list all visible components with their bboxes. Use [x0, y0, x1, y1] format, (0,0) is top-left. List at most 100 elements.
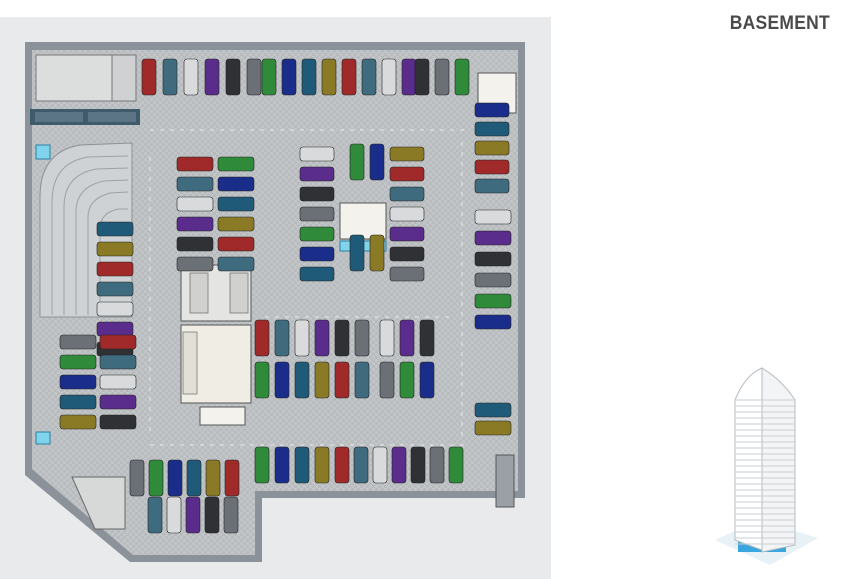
parked-car — [254, 446, 270, 484]
parked-car — [225, 58, 241, 96]
service-room-2 — [111, 54, 137, 102]
parked-car — [419, 361, 435, 399]
floor-plan-drawing — [25, 42, 525, 562]
parked-car — [314, 446, 330, 484]
parked-car — [389, 186, 425, 202]
parked-car — [147, 496, 163, 534]
parked-car — [372, 446, 388, 484]
parked-car — [389, 206, 425, 222]
parked-car — [299, 146, 335, 162]
parked-car — [419, 319, 435, 357]
parked-car — [176, 196, 214, 212]
parked-car — [99, 374, 137, 390]
parked-car — [474, 272, 512, 288]
parking-cars — [59, 58, 512, 534]
parked-car — [321, 58, 337, 96]
parked-car — [341, 58, 357, 96]
parked-car — [59, 394, 97, 410]
storage-room — [71, 476, 126, 530]
parked-car — [349, 234, 365, 272]
parked-car — [96, 261, 134, 277]
parked-car — [176, 156, 214, 172]
parked-car — [379, 319, 395, 357]
parked-car — [223, 496, 239, 534]
parked-car — [474, 314, 512, 330]
parked-car — [96, 321, 134, 337]
parked-car — [299, 206, 335, 222]
parked-car — [474, 102, 510, 118]
parked-car — [391, 446, 407, 484]
parked-car — [246, 58, 262, 96]
page-title: BASEMENT — [729, 13, 830, 34]
parked-car — [369, 143, 385, 181]
parked-car — [99, 334, 137, 350]
parked-car — [334, 446, 350, 484]
fcu-room — [199, 406, 246, 426]
parked-car — [429, 446, 445, 484]
parked-car — [299, 186, 335, 202]
parked-car — [96, 301, 134, 317]
parked-car — [474, 140, 510, 156]
parked-car — [183, 58, 199, 96]
parked-car — [434, 58, 450, 96]
parked-car — [474, 209, 512, 225]
parked-car — [274, 319, 290, 357]
parked-car — [299, 166, 335, 182]
parked-car — [414, 58, 430, 96]
parked-car — [274, 361, 290, 399]
parked-car — [59, 414, 97, 430]
parked-car — [474, 159, 510, 175]
parked-car — [399, 319, 415, 357]
parked-car — [361, 58, 377, 96]
parked-car — [176, 176, 214, 192]
floor-plan-frame — [0, 17, 551, 579]
parked-car — [176, 236, 214, 252]
parked-car — [299, 246, 335, 262]
parked-car — [399, 361, 415, 399]
parked-car — [448, 446, 464, 484]
parked-car — [474, 121, 510, 137]
parked-car — [205, 459, 221, 497]
parked-car — [176, 216, 214, 232]
parked-car — [294, 361, 310, 399]
parked-car — [334, 361, 350, 399]
parked-car — [474, 178, 510, 194]
parked-car — [59, 334, 97, 350]
parked-car — [254, 361, 270, 399]
parked-car — [217, 156, 255, 172]
parked-car — [148, 459, 164, 497]
parked-car — [99, 394, 137, 410]
parked-car — [185, 496, 201, 534]
parked-car — [281, 58, 297, 96]
parked-car — [474, 293, 512, 309]
parked-car — [274, 446, 290, 484]
parked-car — [59, 374, 97, 390]
parked-car — [204, 58, 220, 96]
parked-car — [389, 146, 425, 162]
parked-car — [314, 361, 330, 399]
parked-car — [59, 354, 97, 370]
parked-car — [474, 402, 512, 418]
parked-car — [96, 241, 134, 257]
parked-car — [217, 196, 255, 212]
parked-car — [294, 319, 310, 357]
parked-car — [474, 230, 512, 246]
parked-car — [354, 361, 370, 399]
parked-car — [99, 414, 137, 430]
parked-car — [96, 221, 134, 237]
parked-car — [379, 361, 395, 399]
parked-car — [204, 496, 220, 534]
parked-car — [389, 226, 425, 242]
parked-car — [369, 234, 385, 272]
parked-car — [353, 446, 369, 484]
parked-car — [217, 236, 255, 252]
parked-car — [301, 58, 317, 96]
parked-car — [261, 58, 277, 96]
ac-marker-2 — [35, 431, 51, 445]
parked-car — [454, 58, 470, 96]
parked-car — [176, 256, 214, 272]
parked-car — [166, 496, 182, 534]
lane-markings — [149, 129, 470, 446]
parked-car — [299, 266, 335, 282]
parked-car — [334, 319, 350, 357]
